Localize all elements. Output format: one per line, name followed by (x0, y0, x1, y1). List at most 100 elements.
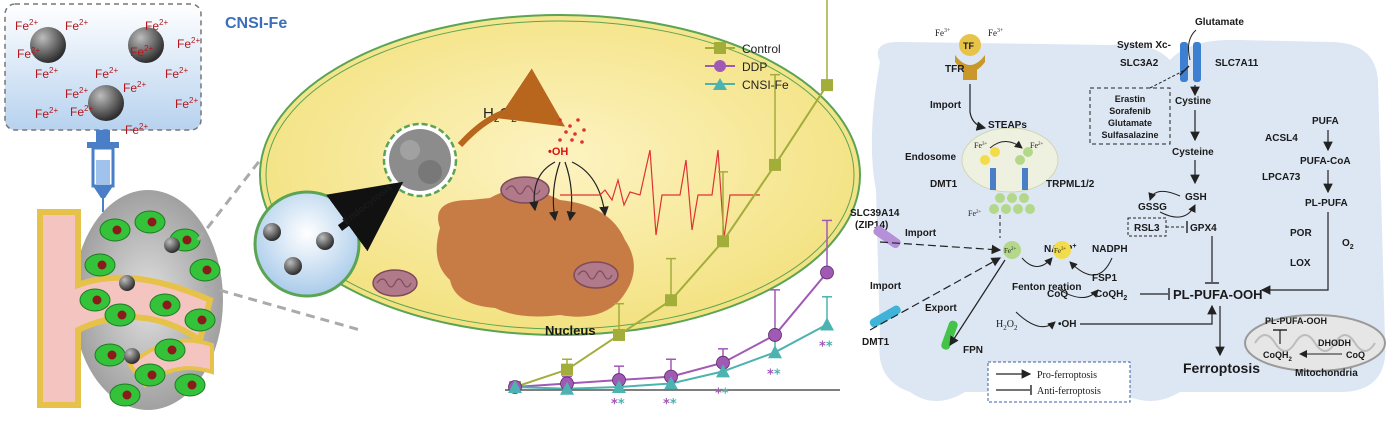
data-point-control (769, 158, 781, 171)
fe2-ion-label: Fe2+ (123, 80, 146, 95)
dmt1-bottom-label: DMT1 (862, 337, 890, 348)
mito-coq-label: CoQ (1346, 350, 1365, 360)
tumor-cell-nucleus (187, 380, 197, 390)
significance-marker: ** (715, 386, 729, 401)
fe2-bubble-label: Fe2+ (1004, 247, 1017, 255)
slc7a11-label: SLC7A11 (1215, 58, 1259, 69)
tf-label: TF (963, 41, 974, 51)
fe2-ion-label: Fe2+ (125, 122, 148, 137)
data-point-control (613, 328, 625, 341)
endocytosis-arrow (326, 181, 404, 252)
ros-dot (576, 118, 580, 122)
fe2-ion-label: Fe2+ (35, 106, 58, 121)
pool-fe2: Fe2+ (968, 209, 982, 218)
system-xc-label: System Xc- (1117, 40, 1171, 51)
steaps-label: STEAPs (988, 120, 1027, 131)
tumor-nanoparticle (164, 237, 180, 253)
data-point-cnsi-fe (820, 317, 834, 331)
ecg-trace (560, 149, 760, 239)
nanoparticle-3 (88, 85, 124, 121)
gssg-gsh-arrow (1159, 204, 1196, 218)
pufa-coa-label: PUFA-CoA (1300, 156, 1351, 167)
fe2-ion-label: Fe2+ (145, 18, 168, 33)
pathway-oh-label: •OH (1058, 319, 1077, 330)
fe2-bubble (1003, 241, 1021, 259)
data-point-control (665, 294, 677, 307)
data-point-cnsi-fe (560, 381, 574, 395)
tumor-nanoparticle (124, 348, 140, 364)
tumor-cell-nucleus (197, 315, 207, 325)
syringe-icon (87, 130, 119, 212)
import-label-low: Import (870, 281, 902, 292)
tumor-cell-nucleus (97, 260, 107, 270)
fe-ion-labels: Fe2+ Fe2+ Fe2+ Fe2+ Fe2+ Fe2+ Fe2+ Fe2+ Fe2+ Fe2+… (15, 18, 200, 137)
tumor-cell-nucleus (147, 217, 157, 227)
pl-pufa-label: PL-PUFA (1305, 198, 1348, 209)
rsl3-label: RSL3 (1134, 223, 1160, 234)
oh-to-lipid-arrow (1080, 304, 1217, 325)
released-iron (989, 193, 1035, 214)
tumor-cells (79, 210, 221, 407)
nucleus-label: Nucleus (545, 323, 596, 338)
endosome-fe2: Fe2+ (1030, 141, 1044, 150)
nanoparticle-2 (128, 27, 164, 63)
fe2-ion-label: Fe2+ (177, 36, 200, 51)
dmt1-import-arrow (869, 257, 1002, 331)
h2o2-oh-arrow (1015, 311, 1056, 330)
fe2-ion-label: Fe2+ (95, 66, 118, 81)
import-label-top: Import (930, 100, 962, 111)
mitochondria-label: Mitochondria (1295, 368, 1358, 379)
fe3-right-label: Fe3+ (988, 28, 1004, 38)
ros-dot (582, 128, 586, 132)
dmt1-channel (869, 305, 901, 328)
endocytosed-particle (382, 122, 458, 198)
tumor-cell-nucleus (162, 300, 172, 310)
data-point-cnsi-fe (768, 345, 782, 359)
import-label-mid: Import (905, 228, 937, 239)
legend-pro-ferroptosis: Pro-ferroptosis (1037, 370, 1097, 381)
por-label: POR (1290, 228, 1312, 239)
fenton-arrow (1021, 257, 1053, 267)
data-point-cnsi-fe (664, 376, 678, 390)
fe2-ion-label: Fe2+ (35, 66, 58, 81)
fe2-ion-label: Fe2+ (65, 18, 88, 33)
fe2-ion-label: Fe2+ (175, 96, 198, 111)
inhibitor-box: Erastin Sorafenib Glutamate Sulfasalazin… (1089, 87, 1171, 145)
acsl4-label: ACSL4 (1265, 133, 1298, 144)
tumor-nanoparticle (119, 275, 135, 291)
fe2-ion-label: Fe2+ (70, 104, 93, 119)
tumor-cell-nucleus (147, 370, 157, 380)
legend-marker-cnsi-fe (713, 78, 727, 90)
cnsi-fe-title: CNSI-Fe (225, 15, 287, 32)
ferroptosis-label: Ferroptosis (1183, 360, 1260, 376)
legend-cnsi-fe: CNSI-Fe (742, 78, 789, 92)
significance-marker: ** (611, 397, 625, 412)
slc39a14-label: SLC39A14 (850, 208, 900, 219)
fenton-label: Fenton reation (1012, 282, 1081, 293)
tumor-cell-nucleus (122, 390, 132, 400)
pufa-label: PUFA (1312, 116, 1339, 127)
ros-dot (570, 138, 574, 142)
gssg-label: GSSG (1138, 202, 1167, 213)
coqh2-label: CoQH2 (1095, 289, 1127, 302)
endosome-label: Endosome (905, 152, 957, 163)
inhibitor-glutamate: Glutamate (1108, 118, 1152, 128)
data-point-control (561, 363, 573, 376)
h2o2-arrow (457, 68, 565, 148)
fe2-ion-label: Fe2+ (130, 44, 153, 59)
nanoparticle-box (4, 3, 202, 131)
fpn-channel (941, 320, 958, 350)
mito-pl-pufa-ooh-label: PL-PUFA-OOH (1265, 316, 1327, 326)
coq-label: CoQ (1047, 289, 1068, 300)
tfr-import-arrow (969, 84, 987, 131)
o2-label: O2 (1342, 238, 1354, 251)
legend-marker-control (714, 42, 726, 54)
fe3-bubble-label: Fe3+ (1054, 247, 1067, 255)
gsh-label: GSH (1185, 192, 1207, 203)
fe3-left-label: Fe3+ (935, 28, 951, 38)
pl-pufa-arrow (1260, 212, 1329, 295)
tumor-cell-nucleus (112, 225, 122, 235)
ros-dots (558, 118, 586, 144)
endosome (961, 127, 1059, 193)
